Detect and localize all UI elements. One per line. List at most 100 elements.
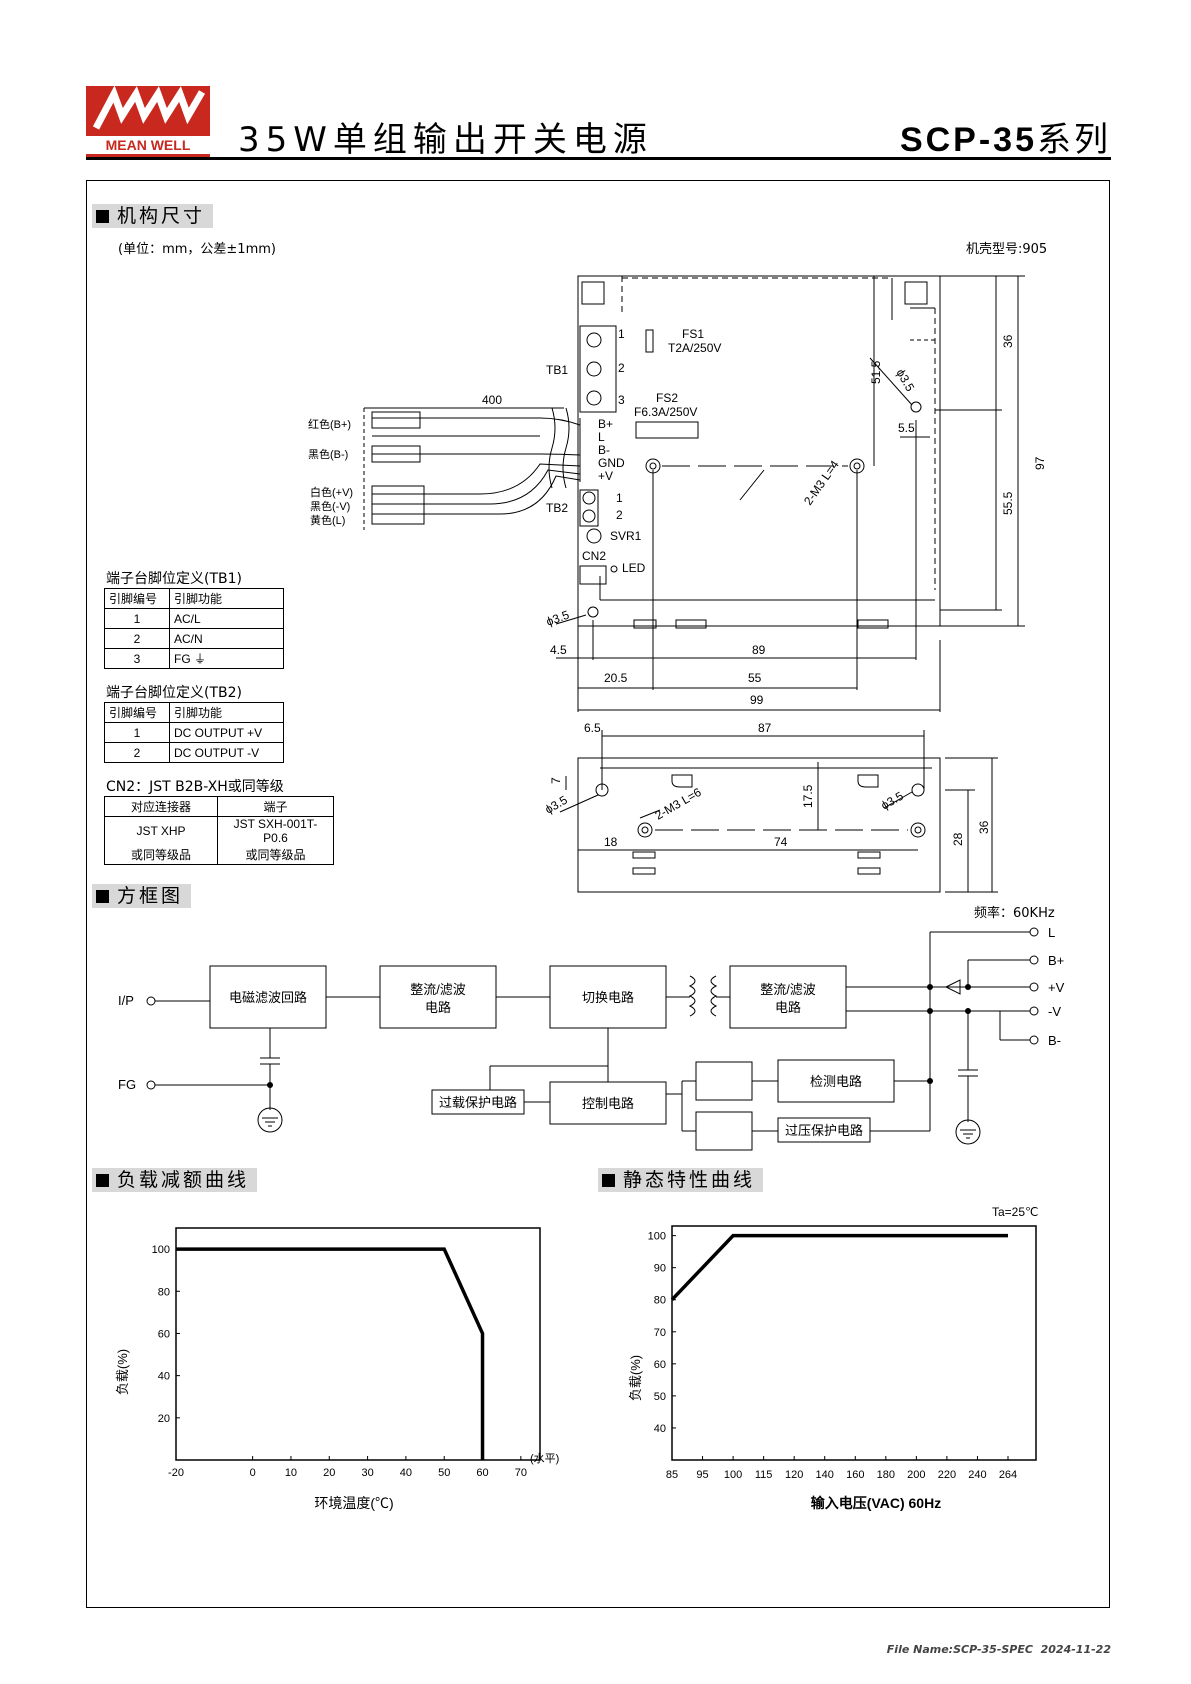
- x-tick-label: 20: [323, 1467, 335, 1479]
- x-tick-label: 115: [755, 1469, 773, 1481]
- y-tick-label: 40: [654, 1423, 666, 1435]
- svg-text:2: 2: [616, 508, 623, 522]
- unit-note: (单位：mm，公差±1mm): [118, 242, 276, 257]
- fs2-label: FS2: [656, 391, 678, 405]
- y-tick-label: 70: [654, 1327, 666, 1339]
- wire-length: 400: [482, 393, 502, 407]
- x-tick-label: -20: [168, 1467, 184, 1479]
- svg-text:51.5: 51.5: [869, 360, 883, 384]
- switch-label: 切换电路: [582, 990, 634, 1005]
- table-row: 或同等级品或同等级品: [104, 845, 334, 865]
- svg-text:+V: +V: [1048, 980, 1065, 995]
- yellow-l: 黄色(L): [310, 513, 345, 527]
- svg-text:L: L: [598, 430, 605, 444]
- svg-text:B-: B-: [1048, 1033, 1061, 1048]
- rect1-label-b: 电路: [425, 1000, 451, 1015]
- red-b-plus: 红色(B+): [308, 417, 351, 431]
- rect2-label-b: 电路: [775, 1000, 801, 1015]
- section-block-diagram: 方框图: [92, 884, 192, 908]
- ovp-block: [777, 1117, 871, 1143]
- tb1-caption: 端子台脚位定义(TB1): [106, 571, 242, 587]
- series-suffix: 系列: [1037, 121, 1111, 159]
- svg-text:36: 36: [977, 820, 991, 834]
- led-label: LED: [622, 561, 646, 575]
- tb2-caption: 端子台脚位定义(TB2): [106, 685, 242, 701]
- y-tick-label: 80: [158, 1286, 170, 1298]
- white-v-plus: 白色(+V): [310, 485, 353, 499]
- svg-text:4.5: 4.5: [550, 643, 567, 657]
- tb2-label: TB2: [546, 501, 568, 515]
- derating-xunit: (水平): [530, 1452, 559, 1465]
- svg-text:99: 99: [750, 693, 764, 707]
- fg-label: FG: [118, 1077, 136, 1092]
- black-b-minus: 黑色(B-): [308, 447, 348, 461]
- svg-text:18: 18: [604, 835, 618, 849]
- svg-text:97: 97: [1033, 456, 1047, 470]
- tb1-label: TB1: [546, 363, 568, 377]
- tb1-block: [579, 325, 617, 413]
- cn2-caption: CN2：JST B2B-XH或同等级: [106, 779, 284, 795]
- derating-xlabel: 环境温度(℃): [314, 1495, 393, 1511]
- svg-text:-V: -V: [1048, 1004, 1061, 1019]
- svg-text:28: 28: [951, 832, 965, 846]
- svg-text:B-: B-: [598, 443, 610, 457]
- x-tick-label: 70: [515, 1467, 527, 1479]
- y-tick-label: 60: [654, 1359, 666, 1371]
- svg-text:B+: B+: [598, 417, 613, 431]
- rect2-label-a: 整流/滤波: [760, 982, 816, 997]
- x-tick-label: 0: [250, 1467, 256, 1479]
- svg-text:87: 87: [758, 721, 772, 735]
- frequency-note: 频率：60KHz: [974, 906, 1055, 921]
- cn2-label: CN2: [582, 549, 606, 563]
- derating-line: [176, 1247, 485, 1460]
- svg-text:+V: +V: [598, 469, 613, 483]
- mean-well-logo: MEAN WELL: [86, 85, 210, 160]
- x-tick-label: 100: [724, 1469, 742, 1481]
- x-tick-label: 30: [361, 1467, 373, 1479]
- x-tick-label: 140: [816, 1469, 834, 1481]
- y-tick-label: 80: [654, 1295, 666, 1307]
- svg-text:36: 36: [1001, 334, 1015, 348]
- svg-text:1: 1: [616, 491, 623, 505]
- y-tick-label: 100: [152, 1244, 170, 1256]
- ctrl-label: 控制电路: [582, 1096, 634, 1111]
- x-tick-label: 60: [476, 1467, 488, 1479]
- tb2-block: [579, 489, 599, 527]
- svg-text:74: 74: [774, 835, 788, 849]
- brand-name: MEAN WELL: [86, 136, 210, 154]
- svg-text:89: 89: [752, 643, 766, 657]
- side-view-outline: [577, 757, 941, 893]
- svg-text:55: 55: [748, 671, 762, 685]
- svg-text:17.5: 17.5: [801, 784, 815, 808]
- olp-label: 过载保护电路: [439, 1095, 517, 1110]
- y-tick-label: 100: [648, 1231, 666, 1243]
- emi-label: 电磁滤波回路: [229, 990, 307, 1005]
- section-static: 静态特性曲线: [598, 1168, 764, 1192]
- svg-text:5.5: 5.5: [898, 421, 915, 435]
- svg-text:L: L: [1048, 925, 1055, 940]
- ovp-label: 过压保护电路: [785, 1123, 863, 1138]
- rect1-label-a: 整流/滤波: [410, 982, 466, 997]
- x-tick-label: 264: [999, 1469, 1017, 1481]
- x-tick-label: 95: [696, 1469, 708, 1481]
- svg-text:7: 7: [549, 777, 563, 784]
- ta-label: Ta=25℃: [992, 1205, 1039, 1219]
- fs1-label: FS1: [682, 327, 704, 341]
- x-tick-label: 10: [285, 1467, 297, 1479]
- series-title: SCP-35系列: [900, 112, 1111, 161]
- section-derating: 负载减额曲线: [92, 1168, 258, 1192]
- x-tick-label: 160: [846, 1469, 864, 1481]
- x-tick-label: 240: [968, 1469, 986, 1481]
- header-rule: [86, 157, 1111, 160]
- svg-text:55.5: 55.5: [1001, 491, 1015, 515]
